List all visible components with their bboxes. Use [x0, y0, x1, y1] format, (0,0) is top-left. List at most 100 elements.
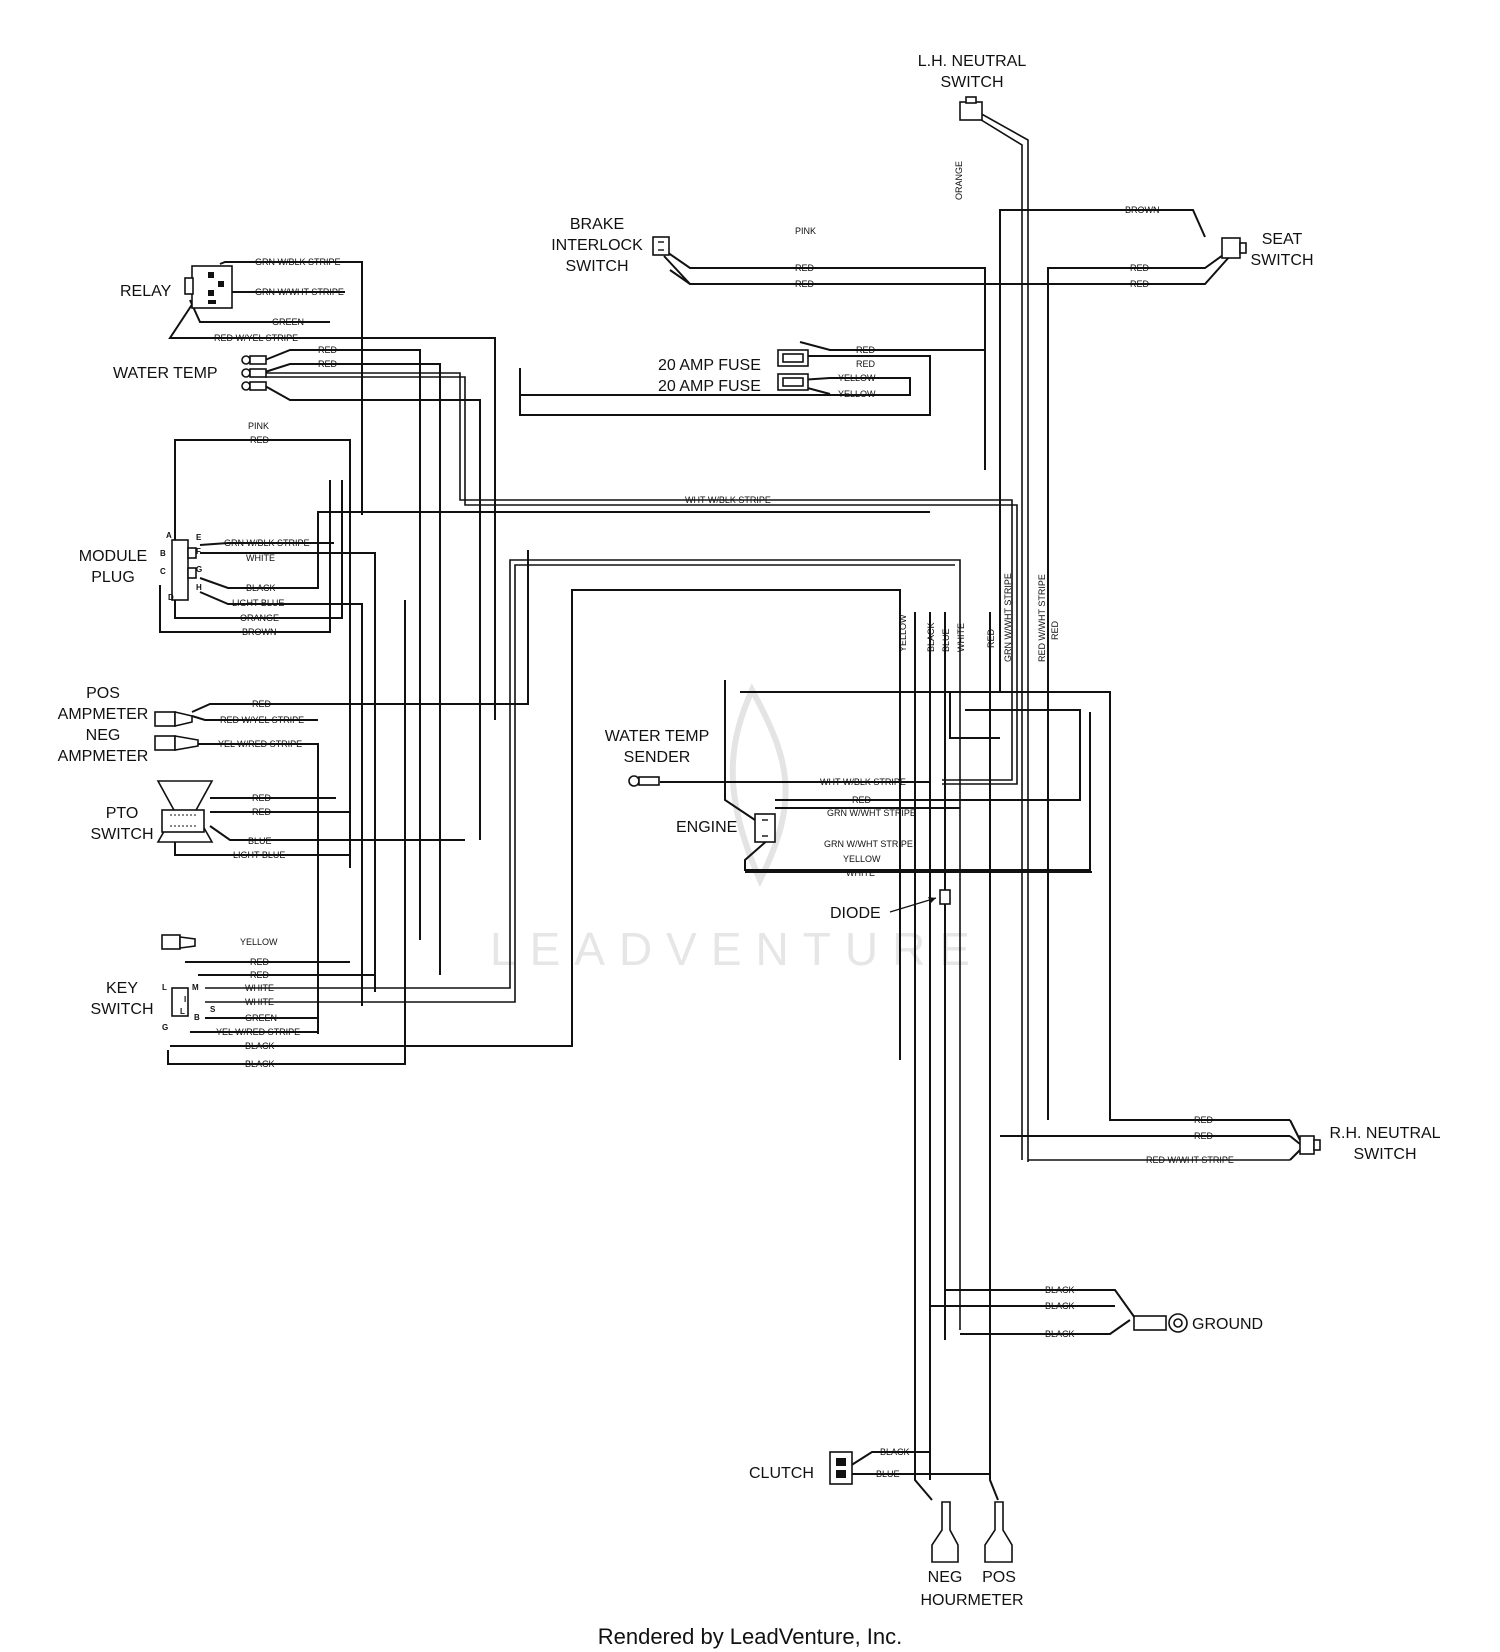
wire-label-fuse-yellow-2: YELLOW — [838, 389, 876, 399]
key-pin-l2: L — [180, 1007, 185, 1016]
wire-label-engine-grn-wht-2: GRN W/WHT STRIPE — [824, 839, 913, 849]
engine-label: ENGINE — [676, 819, 737, 836]
clutch-label: CLUTCH — [749, 1465, 814, 1482]
wire-label-key-white-2: WHITE — [245, 997, 274, 1007]
module-plug-symbol — [171, 539, 197, 601]
key-switch-label-1: KEY — [106, 980, 138, 997]
seat-switch-symbol — [1221, 237, 1247, 259]
water-temp-label: WATER TEMP — [113, 365, 218, 382]
brake-switch-label-3: SWITCH — [565, 258, 628, 275]
wire-label-amp-red: RED — [252, 699, 272, 709]
wire-label-seat-brown: BROWN — [1125, 205, 1160, 215]
wire-label-v-white: WHITE — [956, 623, 966, 652]
seat-switch-label-1: SEAT — [1262, 231, 1303, 248]
wire-label-v-black: BLACK — [926, 622, 936, 652]
key-pin-b: B — [194, 1013, 200, 1022]
module-plug-label-1: MODULE — [79, 548, 147, 565]
brake-switch-label-1: BRAKE — [570, 216, 624, 233]
watermark-text: LEADVENTURE — [490, 923, 984, 975]
ground-symbol — [1133, 1313, 1188, 1333]
wire-labels: GRN W/BLK STRIPE GRN W/WHT STRIPE GREEN … — [214, 161, 1234, 1479]
wire-label-module-black: BLACK — [246, 583, 276, 593]
wire-label-amp-red-yel: RED W/YEL STRIPE — [220, 715, 304, 725]
clutch-symbol — [829, 1451, 853, 1485]
wire-label-v-yellow: YELLOW — [898, 614, 908, 652]
lh-neutral-switch-label-2: SWITCH — [940, 74, 1003, 91]
relay-label: RELAY — [120, 283, 172, 300]
wire-label-pto-red-1: RED — [252, 793, 272, 803]
key-switch-symbol — [161, 934, 196, 1017]
hourmeter-terminals — [931, 1501, 1013, 1563]
key-pin-s: S — [210, 1005, 216, 1014]
wire-label-brake-red-2: RED — [795, 279, 815, 289]
neg-ampmeter-label-2: AMPMETER — [58, 748, 149, 765]
wire-label-ground-black-3: BLACK — [1045, 1329, 1075, 1339]
wire-label-wt-red-1: RED — [318, 345, 338, 355]
water-temp-sender-label-2: SENDER — [624, 749, 691, 766]
pin-letters: A B C D E F G H L M I S B G L — [160, 531, 216, 1032]
water-temp-terminals — [241, 355, 267, 391]
wire-label-rh-red-2: RED — [1194, 1131, 1214, 1141]
wire-label-module-red: RED — [250, 435, 270, 445]
module-pin-h: H — [196, 583, 202, 592]
key-pin-m: M — [192, 983, 199, 992]
wire-label-v-grn-wht: GRN W/WHT STRIPE — [1003, 573, 1013, 662]
wire-label-key-black-2: BLACK — [245, 1059, 275, 1069]
wire-label-clutch-black: BLACK — [880, 1447, 910, 1457]
pos-ampmeter-label-1: POS — [86, 685, 120, 702]
wire-label-seat-red-2: RED — [1130, 279, 1150, 289]
module-pin-f: F — [196, 547, 201, 556]
rh-neutral-switch-label-2: SWITCH — [1353, 1146, 1416, 1163]
wire-label-pto-blue: BLUE — [248, 836, 272, 846]
brake-switch-symbol — [652, 236, 670, 256]
wires — [159, 111, 1290, 1501]
rh-neutral-switch-label-1: R.H. NEUTRAL — [1329, 1125, 1440, 1142]
wire-label-module-pink: PINK — [248, 421, 269, 431]
rh-neutral-switch-symbol — [1289, 1119, 1321, 1161]
module-pin-g: G — [196, 565, 202, 574]
key-pin-g: G — [162, 1023, 168, 1032]
seat-switch-label-2: SWITCH — [1250, 252, 1313, 269]
component-labels: L.H. NEUTRAL SWITCH SEAT SWITCH BRAKE IN… — [58, 53, 1441, 1609]
wire-label-v-red-2: RED — [1050, 620, 1060, 640]
water-temp-sender-label-1: WATER TEMP — [605, 728, 710, 745]
wire-label-key-red-2: RED — [250, 970, 270, 980]
pos-ampmeter-label-2: AMPMETER — [58, 706, 149, 723]
relay-symbol — [184, 265, 233, 309]
wire-label-module-orange: ORANGE — [240, 613, 279, 623]
wire-label-relay-grn-blk: GRN W/BLK STRIPE — [255, 257, 341, 267]
key-pin-i: I — [184, 995, 186, 1004]
leadventure-watermark: LEADVENTURE — [490, 683, 984, 975]
module-pin-c: C — [160, 567, 166, 576]
wire-label-module-grn-blk: GRN W/BLK STRIPE — [224, 538, 310, 548]
ampmeter-symbols — [154, 710, 199, 751]
lh-neutral-switch-symbol — [959, 96, 983, 121]
fuse-2-label: 20 AMP FUSE — [658, 378, 761, 395]
water-temp-sender-symbol — [628, 775, 660, 787]
pto-switch-label-1: PTO — [106, 805, 139, 822]
wire-label-engine-wht-blk: WHT W/BLK STRIPE — [820, 777, 906, 787]
fuse-1-label: 20 AMP FUSE — [658, 357, 761, 374]
module-pin-d: D — [168, 593, 174, 602]
wire-label-v-blue: BLUE — [941, 628, 951, 652]
wire-label-module-white: WHITE — [246, 553, 275, 563]
footer-credit: Rendered by LeadVenture, Inc. — [598, 1624, 903, 1649]
module-pin-b: B — [160, 549, 166, 558]
wire-label-v-red: RED — [986, 628, 996, 648]
wire-label-rh-red-1: RED — [1194, 1115, 1214, 1125]
wire-label-clutch-blue: BLUE — [876, 1469, 900, 1479]
key-pin-l: L — [162, 983, 167, 992]
wire-label-engine-white: WHITE — [846, 868, 875, 878]
brake-switch-label-2: INTERLOCK — [551, 237, 643, 254]
module-plug-label-2: PLUG — [91, 569, 135, 586]
wire-label-wt-red-2: RED — [318, 359, 338, 369]
wire-label-fuse-red-1: RED — [856, 345, 876, 355]
wire-label-key-green: GREEN — [245, 1013, 277, 1023]
wire-label-key-black-1: BLACK — [245, 1041, 275, 1051]
wire-label-engine-yellow: YELLOW — [843, 854, 881, 864]
wire-label-relay-grn-wht: GRN W/WHT STRIPE — [255, 287, 344, 297]
wire-label-module-brown: BROWN — [242, 627, 277, 637]
wire-label-ground-black-2: BLACK — [1045, 1301, 1075, 1311]
wire-label-lh-orange: ORANGE — [954, 161, 964, 200]
